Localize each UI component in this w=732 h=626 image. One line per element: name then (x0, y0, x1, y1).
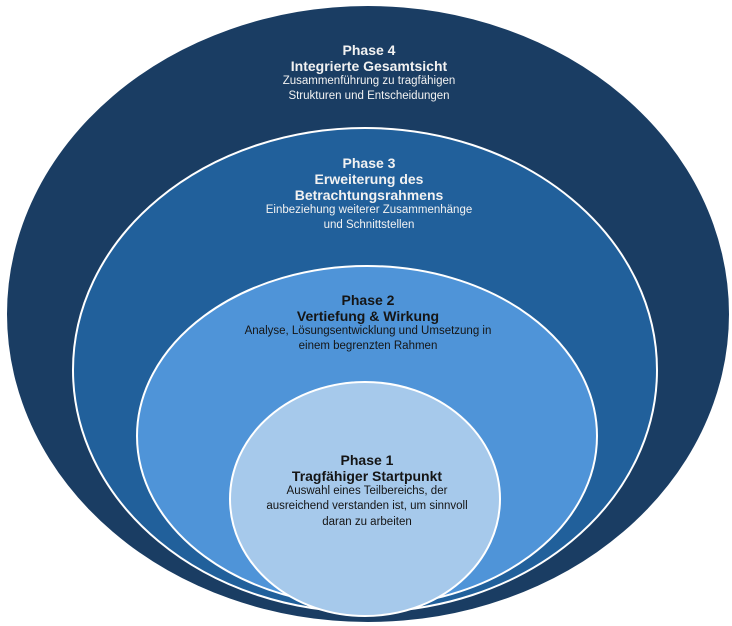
phase3-number: Phase 3 (342, 155, 396, 171)
phase2-number: Phase 2 (341, 292, 395, 308)
phase4-description: Zusammenführung zu tragfähigen Strukture… (282, 75, 456, 103)
phase4-number: Phase 4 (342, 42, 396, 58)
phase3-title: Erweiterung des Betrachtungsrahmens (294, 171, 444, 204)
phase1-title: Tragfähiger Startpunkt (291, 468, 443, 485)
phase3-label: Phase 3 Erweiterung des Betrachtungsrahm… (256, 155, 482, 234)
phase2-label: Phase 2 Vertiefung & Wirkung Analyse, Lö… (240, 292, 496, 355)
phase1-description: Auswahl eines Teilbereichs, der ausreich… (266, 485, 468, 528)
phase1-label: Phase 1 Tragfähiger Startpunkt Auswahl e… (262, 452, 472, 530)
phase3-description: Einbeziehung weiterer Zusammenhänge und … (265, 204, 473, 232)
phase2-title: Vertiefung & Wirkung (296, 308, 440, 325)
phase4-label: Phase 4 Integrierte Gesamtsicht Zusammen… (256, 42, 482, 105)
phase1-number: Phase 1 (340, 452, 394, 468)
phase4-title: Integrierte Gesamtsicht (290, 58, 448, 75)
phase1-ellipse (229, 381, 501, 617)
phase2-description: Analyse, Lösungsentwicklung und Umsetzun… (244, 325, 492, 353)
